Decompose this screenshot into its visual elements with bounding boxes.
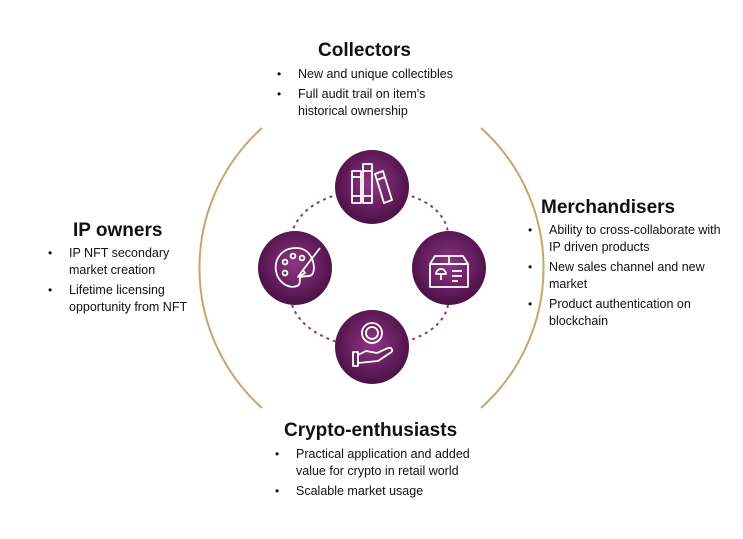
list-item: New sales channel and new market [525,259,725,293]
outer-arc-left [198,127,263,409]
merchandisers-heading: Merchandisers [541,197,676,218]
list-item: Product authentication on blockchain [525,296,725,330]
collectors-list: New and unique collectibles Full audit t… [274,66,474,123]
list-item: Practical application and added value fo… [272,446,492,480]
ip-owners-heading: IP owners [73,220,163,241]
crypto-heading: Crypto-enthusiasts [284,420,458,441]
merchandisers-circle [412,231,486,305]
palette-icon [274,247,321,288]
crypto-circle [335,310,409,384]
dotted-arc-bottom-right [404,304,449,343]
list-item: Scalable market usage [272,483,492,500]
books-icon [351,163,393,204]
list-item: IP NFT secondary market creation [45,245,205,279]
list-item: New and unique collectibles [274,66,474,83]
list-item: Lifetime licensing opportunity from NFT [45,282,205,316]
dotted-arc-bottom-left [291,304,338,343]
ip-owners-circle [258,231,332,305]
collectors-circle [335,150,409,224]
package-icon [429,255,469,288]
coin-in-hand-icon [352,322,394,367]
list-item: Ability to cross-collaborate with IP dri… [525,222,725,256]
list-item: Full audit trail on item's historical ow… [274,86,474,120]
collectors-heading: Collectors [318,40,411,61]
merchandisers-list: Ability to cross-collaborate with IP dri… [525,222,725,333]
crypto-list: Practical application and added value fo… [272,446,492,503]
ip-owners-list: IP NFT secondary market creation Lifetim… [45,245,205,319]
dotted-arc-top-right [404,193,449,233]
dotted-arc-top-left [291,193,340,233]
